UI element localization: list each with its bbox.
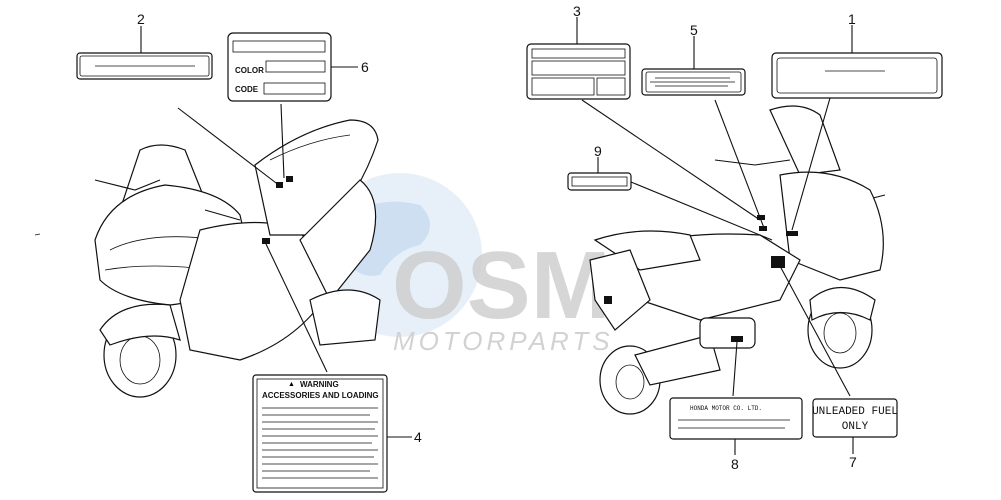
callout-2: 2: [137, 11, 145, 27]
warning-triangle-icon: ▲: [288, 381, 295, 388]
callout-numbers: 1 2 3 4 5 6 7 8 9: [137, 3, 857, 472]
label-1-blank-plate: [771, 52, 943, 99]
label-4-warning-accessories: ▲ WARNING ACCESSORIES AND LOADING: [252, 374, 388, 493]
label-6-color-code: COLOR CODE: [227, 32, 332, 102]
manufacturer-text: HONDA MOTOR CO. LTD.: [690, 405, 762, 412]
warning-text-lines: [262, 407, 378, 479]
scooter-right-illustration: [589, 105, 886, 415]
callout-7: 7: [849, 454, 857, 470]
watermark-brand: OSM: [392, 232, 611, 339]
code-field-label: CODE: [235, 85, 259, 94]
callout-3: 3: [573, 3, 581, 19]
watermark-tagline: MOTORPARTS: [393, 326, 614, 356]
label-7-unleaded-fuel: UNLEADED FUEL ONLY: [812, 398, 898, 438]
fuel-line2: ONLY: [842, 421, 869, 433]
warning-subtitle: ACCESSORIES AND LOADING: [262, 391, 379, 400]
color-field-label: COLOR: [235, 66, 264, 75]
label-8-manufacturer: HONDA MOTOR CO. LTD.: [669, 397, 803, 440]
label-3-grid-plate: [526, 43, 631, 100]
callout-6: 6: [361, 59, 369, 75]
fuel-line1: UNLEADED FUEL: [812, 406, 898, 418]
callout-4: 4: [414, 429, 422, 445]
callout-9: 9: [594, 143, 602, 159]
leader-lines: [140, 17, 854, 455]
label-9-strip: [567, 172, 632, 191]
callout-5: 5: [690, 22, 698, 38]
callout-1: 1: [848, 11, 856, 27]
label-2-blank-plate: [76, 52, 213, 80]
callout-8: 8: [731, 456, 739, 472]
scooter-left-illustration: [34, 119, 381, 398]
label-5-striped-plate: [641, 68, 746, 96]
warning-title: WARNING: [300, 380, 339, 389]
